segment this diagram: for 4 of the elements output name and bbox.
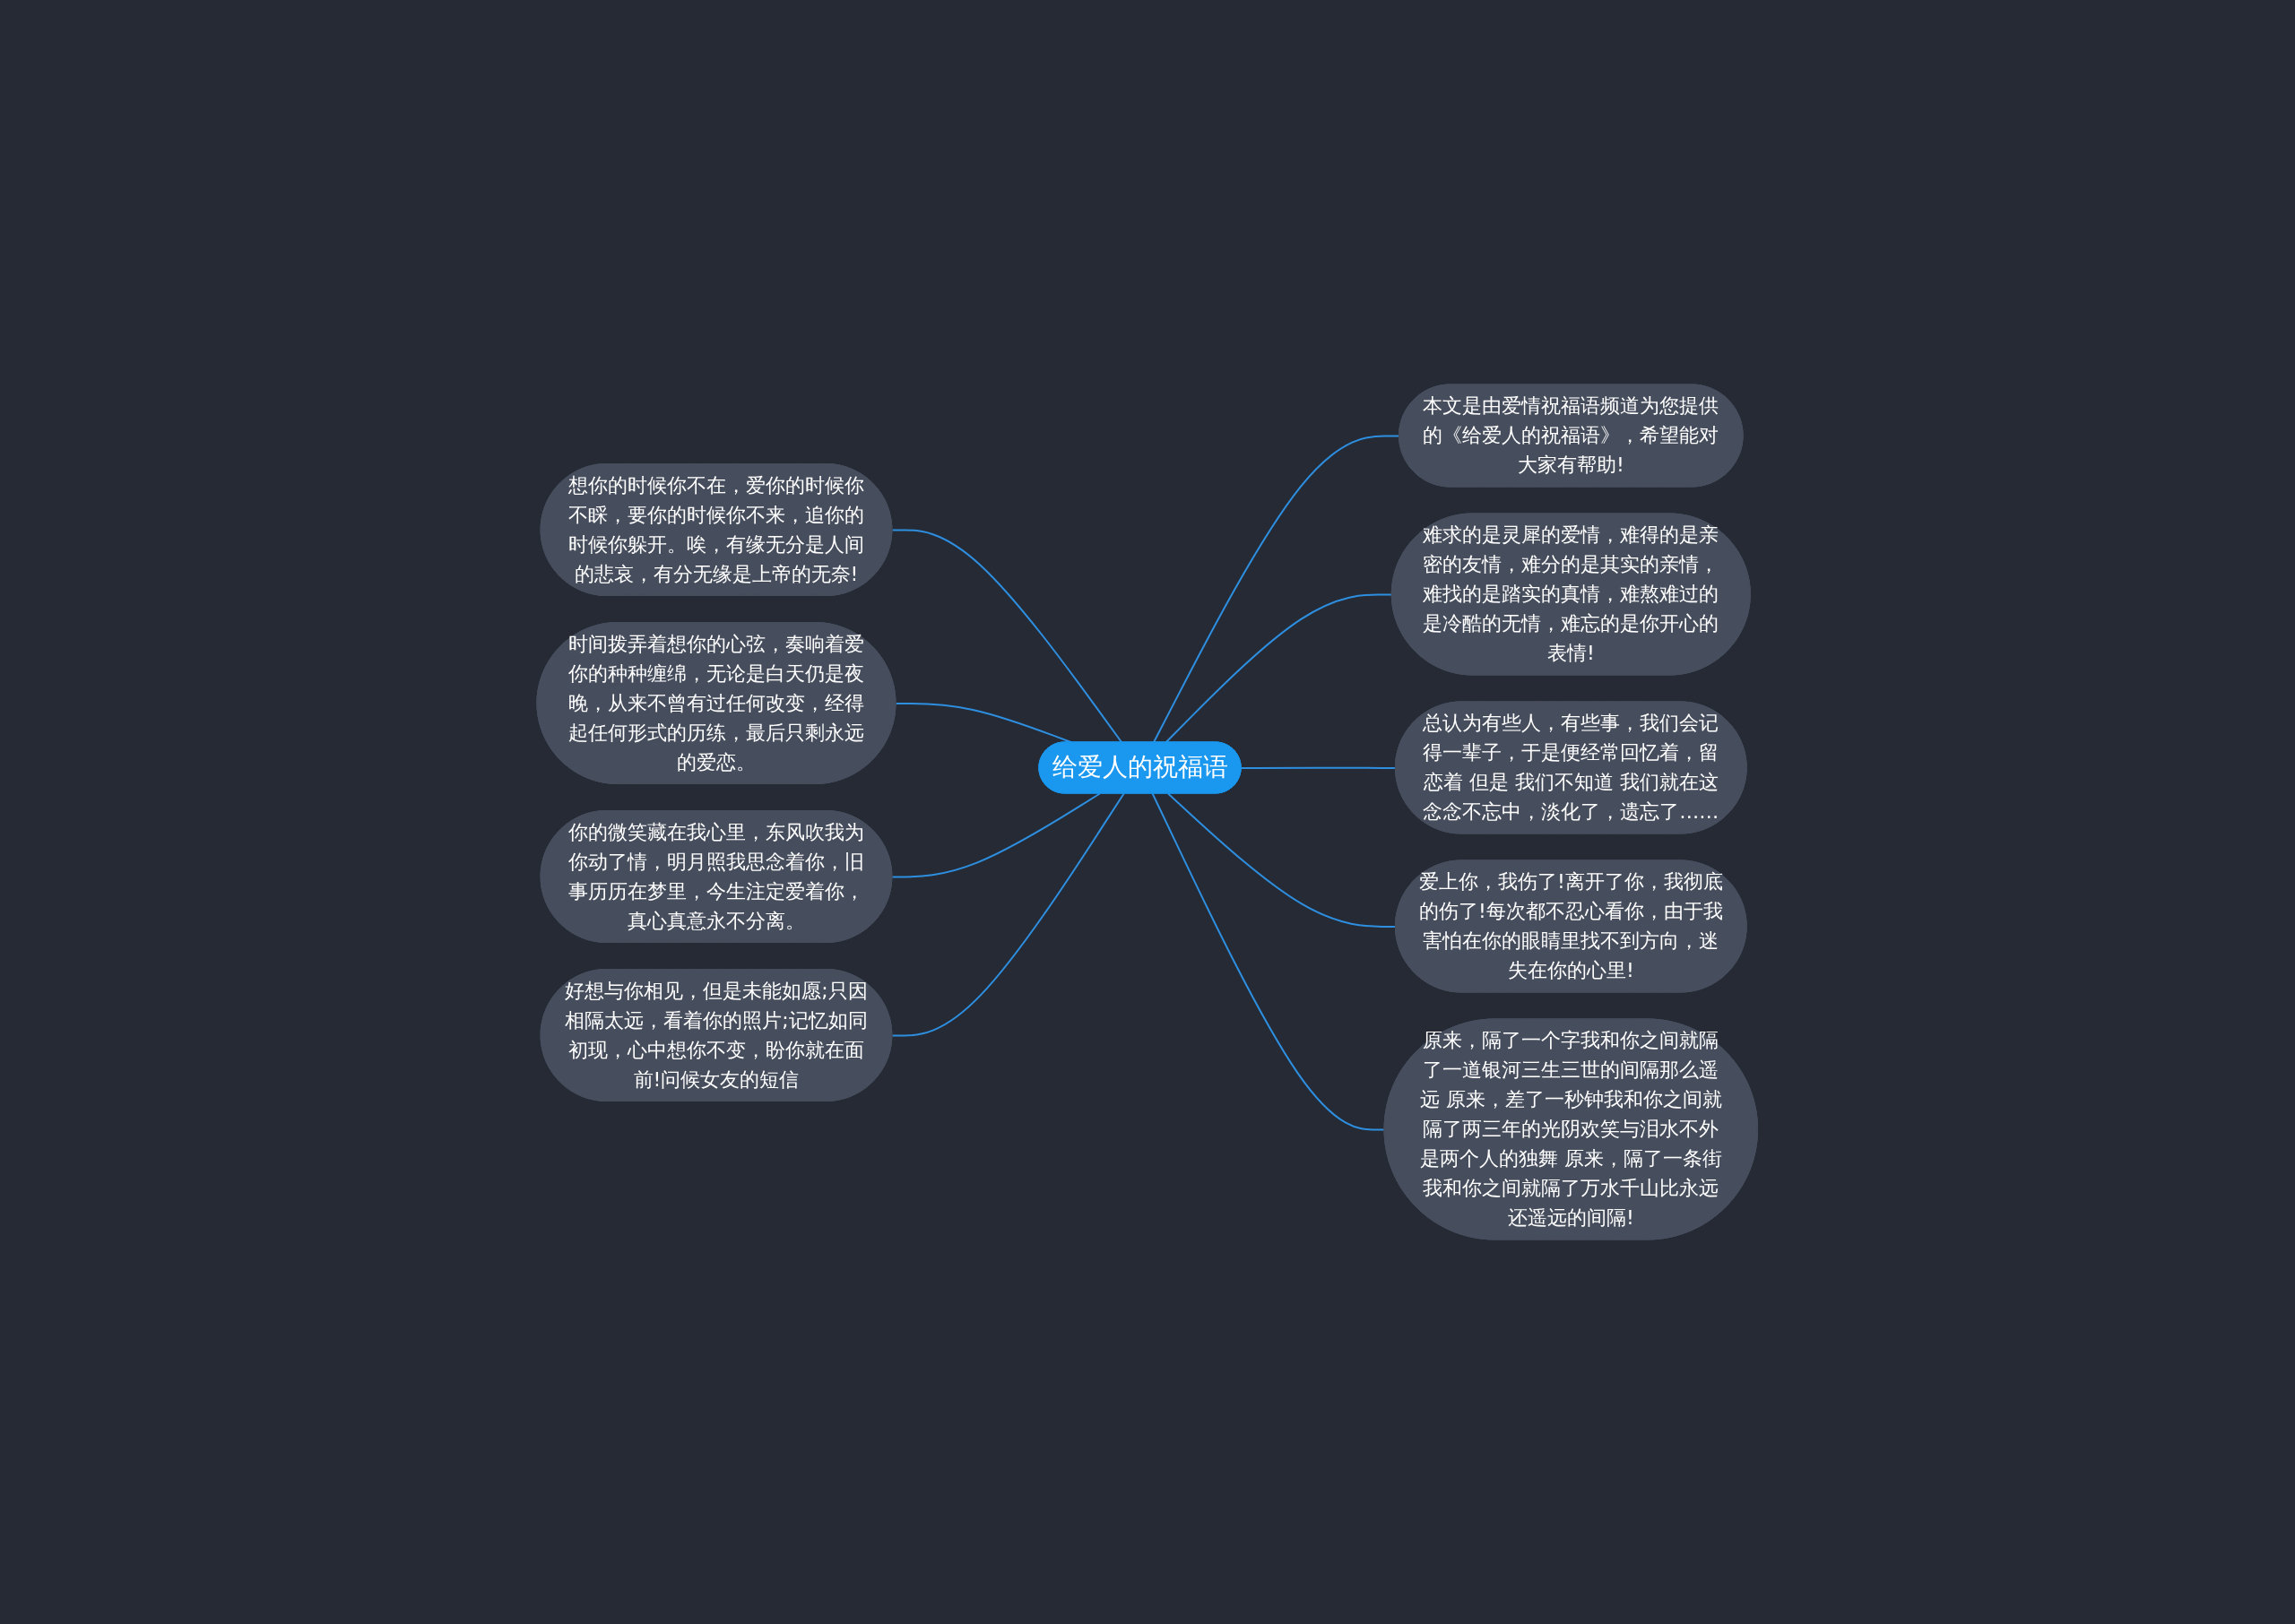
connector [891,792,1125,1037]
connector [891,529,1123,744]
connector [891,792,1102,878]
connector [1151,792,1386,1131]
